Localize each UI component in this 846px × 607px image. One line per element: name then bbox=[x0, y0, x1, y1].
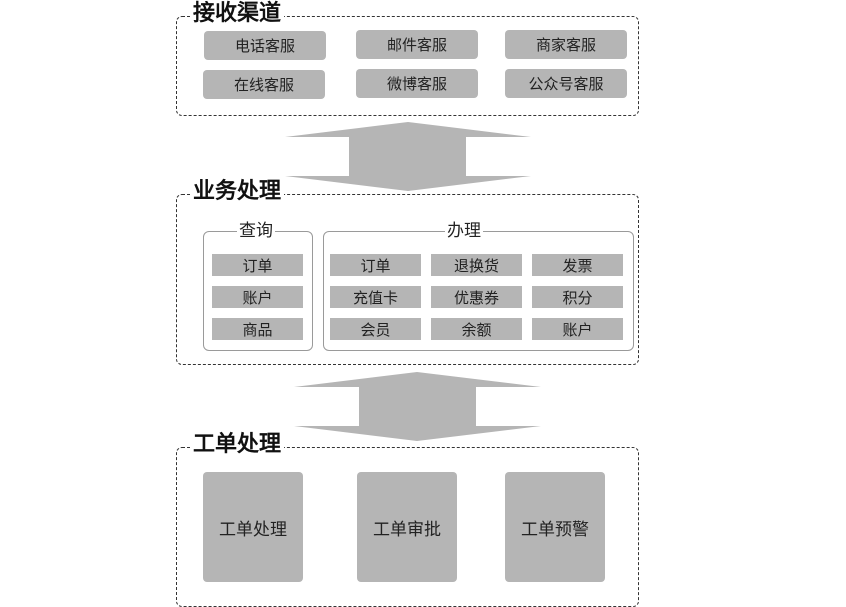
channel-merchant[interactable]: 商家客服 bbox=[505, 30, 627, 59]
handle-invoice[interactable]: 发票 bbox=[532, 254, 623, 276]
query-product[interactable]: 商品 bbox=[212, 318, 303, 340]
handle-title: 办理 bbox=[445, 221, 483, 241]
handle-balance[interactable]: 余额 bbox=[431, 318, 522, 340]
handle-return-exchange[interactable]: 退换货 bbox=[431, 254, 522, 276]
handle-membership[interactable]: 会员 bbox=[330, 318, 421, 340]
receive-channels-group bbox=[176, 16, 639, 116]
business-processing-group bbox=[176, 194, 639, 365]
query-account[interactable]: 账户 bbox=[212, 286, 303, 308]
arrow-shape bbox=[285, 122, 531, 191]
work-order-alert[interactable]: 工单预警 bbox=[505, 472, 605, 582]
query-order[interactable]: 订单 bbox=[212, 254, 303, 276]
handle-account[interactable]: 账户 bbox=[532, 318, 623, 340]
work-order-processing[interactable]: 工单处理 bbox=[203, 472, 303, 582]
work-order-title: 工单处理 bbox=[190, 432, 285, 458]
handle-coupon[interactable]: 优惠券 bbox=[431, 286, 522, 308]
channel-phone[interactable]: 电话客服 bbox=[204, 31, 326, 60]
bidirectional-arrow-icon bbox=[285, 122, 531, 191]
arrow-shape bbox=[294, 372, 541, 441]
channel-official-account[interactable]: 公众号客服 bbox=[505, 69, 627, 98]
channel-weibo[interactable]: 微博客服 bbox=[356, 69, 478, 98]
channel-email[interactable]: 邮件客服 bbox=[356, 30, 478, 59]
work-order-approval[interactable]: 工单审批 bbox=[357, 472, 457, 582]
handle-order[interactable]: 订单 bbox=[330, 254, 421, 276]
query-title: 查询 bbox=[237, 221, 275, 241]
channel-online[interactable]: 在线客服 bbox=[203, 70, 325, 99]
receive-channels-title: 接收渠道 bbox=[190, 1, 285, 27]
bidirectional-arrow-icon bbox=[294, 372, 541, 441]
handle-points[interactable]: 积分 bbox=[532, 286, 623, 308]
business-processing-title: 业务处理 bbox=[190, 179, 285, 205]
handle-recharge-card[interactable]: 充值卡 bbox=[330, 286, 421, 308]
